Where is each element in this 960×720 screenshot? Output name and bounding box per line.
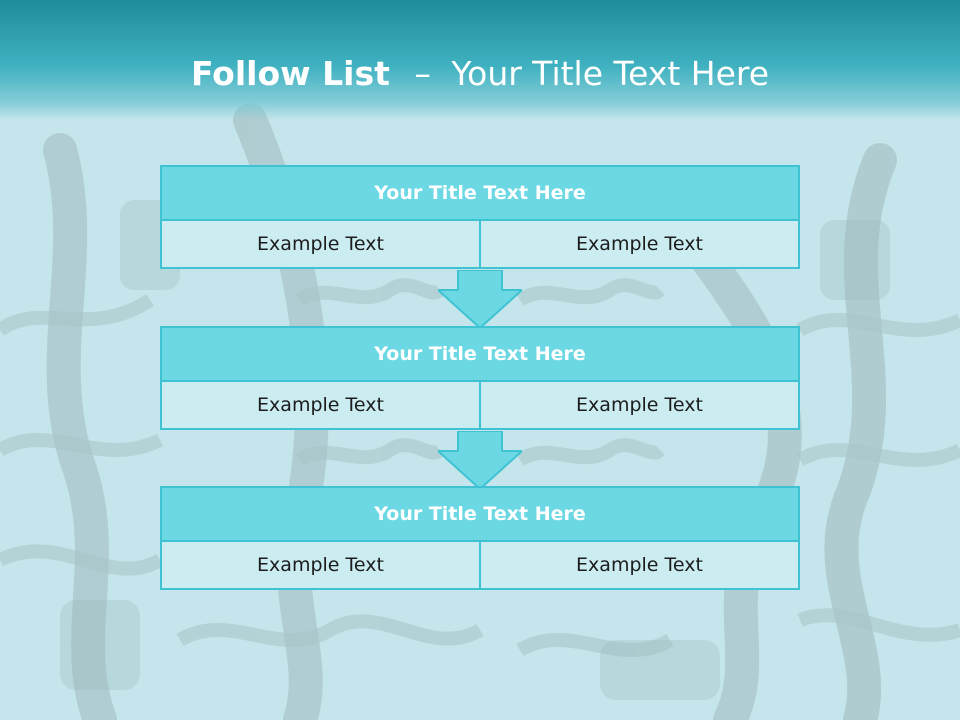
title-rest: Your Title Text Here — [451, 54, 770, 93]
down-arrow-icon — [438, 431, 522, 489]
header-band — [0, 0, 960, 120]
block-title: Your Title Text Here — [160, 486, 800, 542]
block-row: Example Text Example Text — [160, 221, 800, 269]
block-cell-left: Example Text — [160, 382, 480, 430]
slide-title: Follow List – Your Title Text Here — [0, 54, 960, 93]
block-cell-right: Example Text — [480, 221, 800, 269]
block-title: Your Title Text Here — [160, 165, 800, 221]
block-row: Example Text Example Text — [160, 542, 800, 590]
block-cell-left: Example Text — [160, 221, 480, 269]
list-block-1: Your Title Text Here Example Text Exampl… — [160, 165, 800, 269]
title-bold: Follow List — [190, 54, 390, 93]
block-title: Your Title Text Here — [160, 326, 800, 382]
block-cell-left: Example Text — [160, 542, 480, 590]
down-arrow-icon — [438, 270, 522, 328]
title-separator: – — [414, 54, 431, 93]
block-cell-right: Example Text — [480, 382, 800, 430]
block-row: Example Text Example Text — [160, 382, 800, 430]
block-cell-right: Example Text — [480, 542, 800, 590]
list-block-3: Your Title Text Here Example Text Exampl… — [160, 486, 800, 590]
list-block-2: Your Title Text Here Example Text Exampl… — [160, 326, 800, 430]
